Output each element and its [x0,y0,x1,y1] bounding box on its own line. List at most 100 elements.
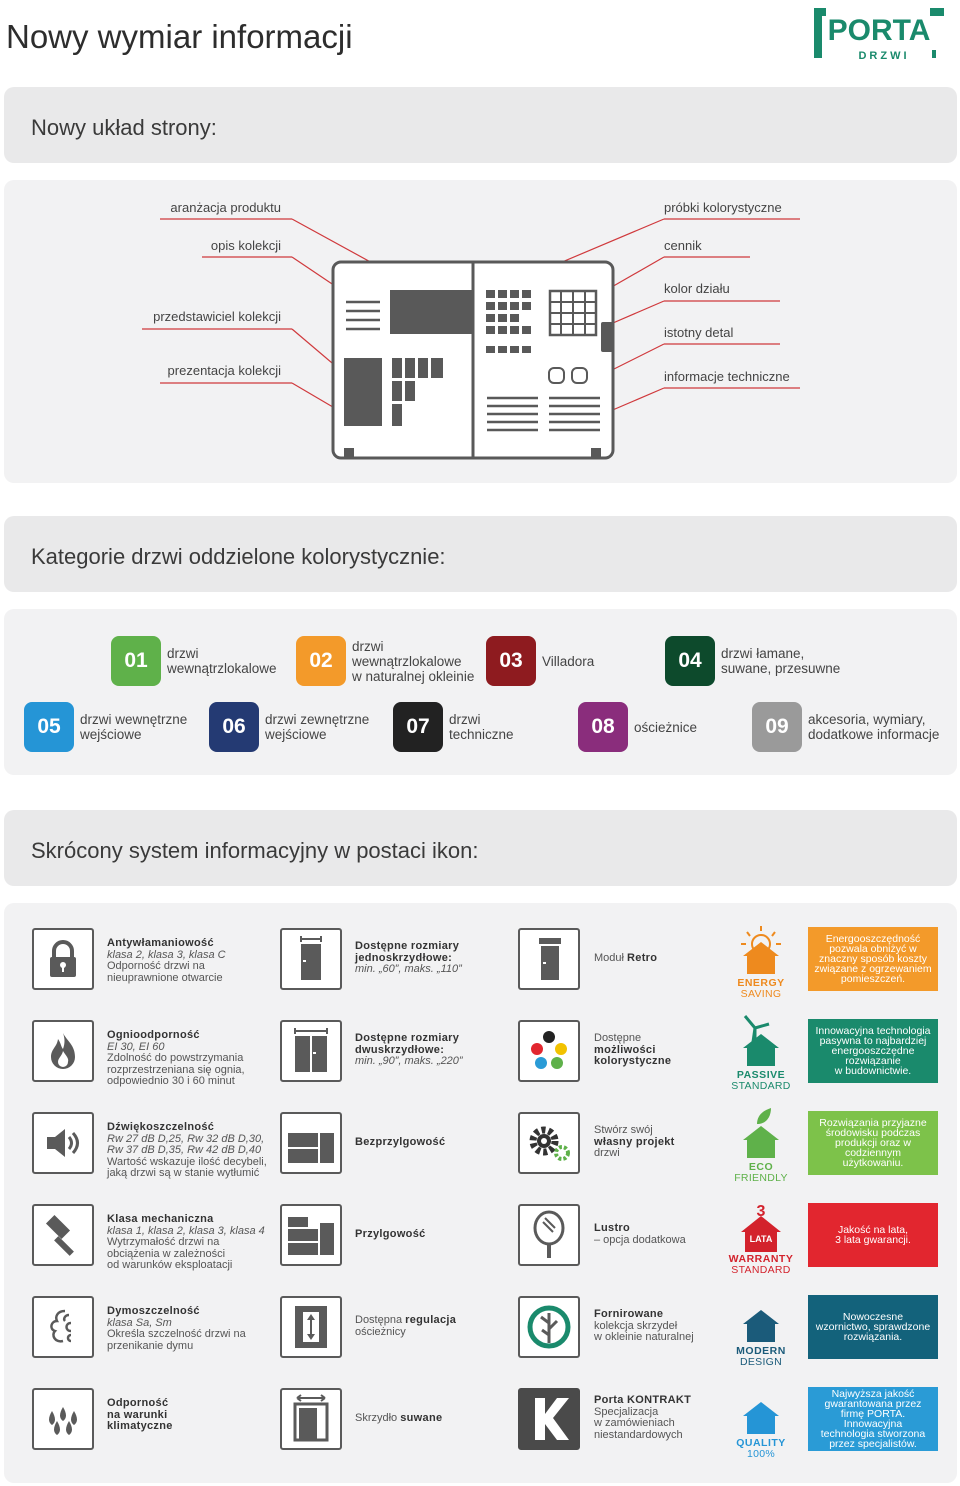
feature-title: Retro [627,952,658,964]
lock-icon [41,937,85,981]
gears-tile [518,1112,580,1174]
feature-title: Ognioodporność [107,1029,200,1041]
icons-panel [4,903,957,1483]
badge-message-text: Jakość na lata,3 lata gwarancji. [835,1224,911,1246]
feature-title: Porta KONTRAKT [594,1394,692,1406]
kontrakt-k-icon [527,1394,571,1444]
single-door-tile [280,928,342,990]
feature-text: Bezprzylgowość [355,1136,525,1149]
category-number: 06 [209,702,259,752]
feature-text: Skrzydło suwane [355,1412,525,1425]
label-informacje: informacje techniczne [664,369,790,384]
feature-title: Klasa mechaniczna [107,1213,214,1225]
category-number: 01 [111,636,161,686]
category-label: akcesoria, wymiary, dodatkowe informacje [808,712,940,742]
rebateless-icon [286,1121,336,1165]
drops-tile [32,1388,94,1450]
label-prezentacja: prezentacja kolekcji [167,363,281,378]
fire-tile [32,1020,94,1082]
modern-house-icon [731,1290,791,1355]
feature-classes: klasa 2, klasa 3, klasa C [107,948,226,961]
feature-title: Dymoszczelność [107,1305,200,1317]
smoke-icon [41,1305,85,1349]
eco-house-icon [731,1106,791,1171]
feature-classes: EI 30, EI 60 [107,1040,165,1053]
page-title: Nowy wymiar informacji [6,18,353,55]
category-label: drzwi zewnętrzne wejściowe [265,712,370,742]
feature-prefix: Moduł [594,952,628,964]
badge-line1: PASSIVE [736,1069,786,1081]
badge-line2: SAVING [740,988,782,1000]
badge-line1: ENERGY [737,977,785,989]
label-detal: istotny detal [664,325,734,340]
category-label: ościeżnice [634,719,698,735]
feature-title: regulacja [405,1314,457,1326]
feature-title: Przylgowość [355,1228,426,1240]
section-categories-title: Kategorie drzwi oddzielone kolorystyczni… [31,544,446,569]
category-number: 02 [296,636,346,686]
layout-diagram [142,218,800,460]
category-number: 08 [578,702,628,752]
category-label: drzwi łamane, suwane, przesuwne [721,646,841,676]
badge-message: Jakość na lata,3 lata gwarancji. [808,1203,938,1267]
feature-suffix: ościeżnicy [355,1325,406,1338]
sliding-door-tile [280,1388,342,1450]
feature-range: min. „60”, maks. „110” [355,963,462,975]
fire-icon [41,1029,85,1073]
feature-title: Antywłamaniowość [107,937,214,949]
feature-prefix: Skrzydło [355,1412,401,1424]
feature-suffix: drzwi [594,1147,620,1159]
smoke-tile [32,1296,94,1358]
badge-line1: ECO [748,1161,774,1173]
section-categories-header: Kategorie drzwi oddzielone kolorystyczni… [4,516,957,592]
rebated-icon [286,1213,336,1257]
feature-prefix: Dostępne [594,1032,642,1044]
feature-title: własny projekt [594,1135,675,1148]
category-label: drzwi techniczne [449,712,514,742]
warranty-years-number: 3 [757,1203,766,1220]
sun-house-icon [731,922,791,987]
rebated-tile [280,1204,342,1266]
category-08: 08 ościeżnice [578,702,697,752]
feature-text: Lustro– opcja dodatkowa [594,1222,764,1246]
feature-text: Przylgowość [355,1228,525,1241]
quality-house-icon [731,1382,791,1447]
category-number: 07 [393,702,443,752]
feature-title: Lustro [594,1222,631,1234]
feature-title: Fornirowane [594,1308,664,1320]
feature-range: min. „90”, maks. „220” [355,1055,463,1067]
lock-tile [32,928,94,990]
feature-prefix: Dostępna [355,1314,406,1326]
tree-icon [527,1305,571,1349]
double-door-tile [280,1020,342,1082]
feature-description: Wartość wskazuje ilość decybeli,jaką drz… [107,1155,267,1179]
